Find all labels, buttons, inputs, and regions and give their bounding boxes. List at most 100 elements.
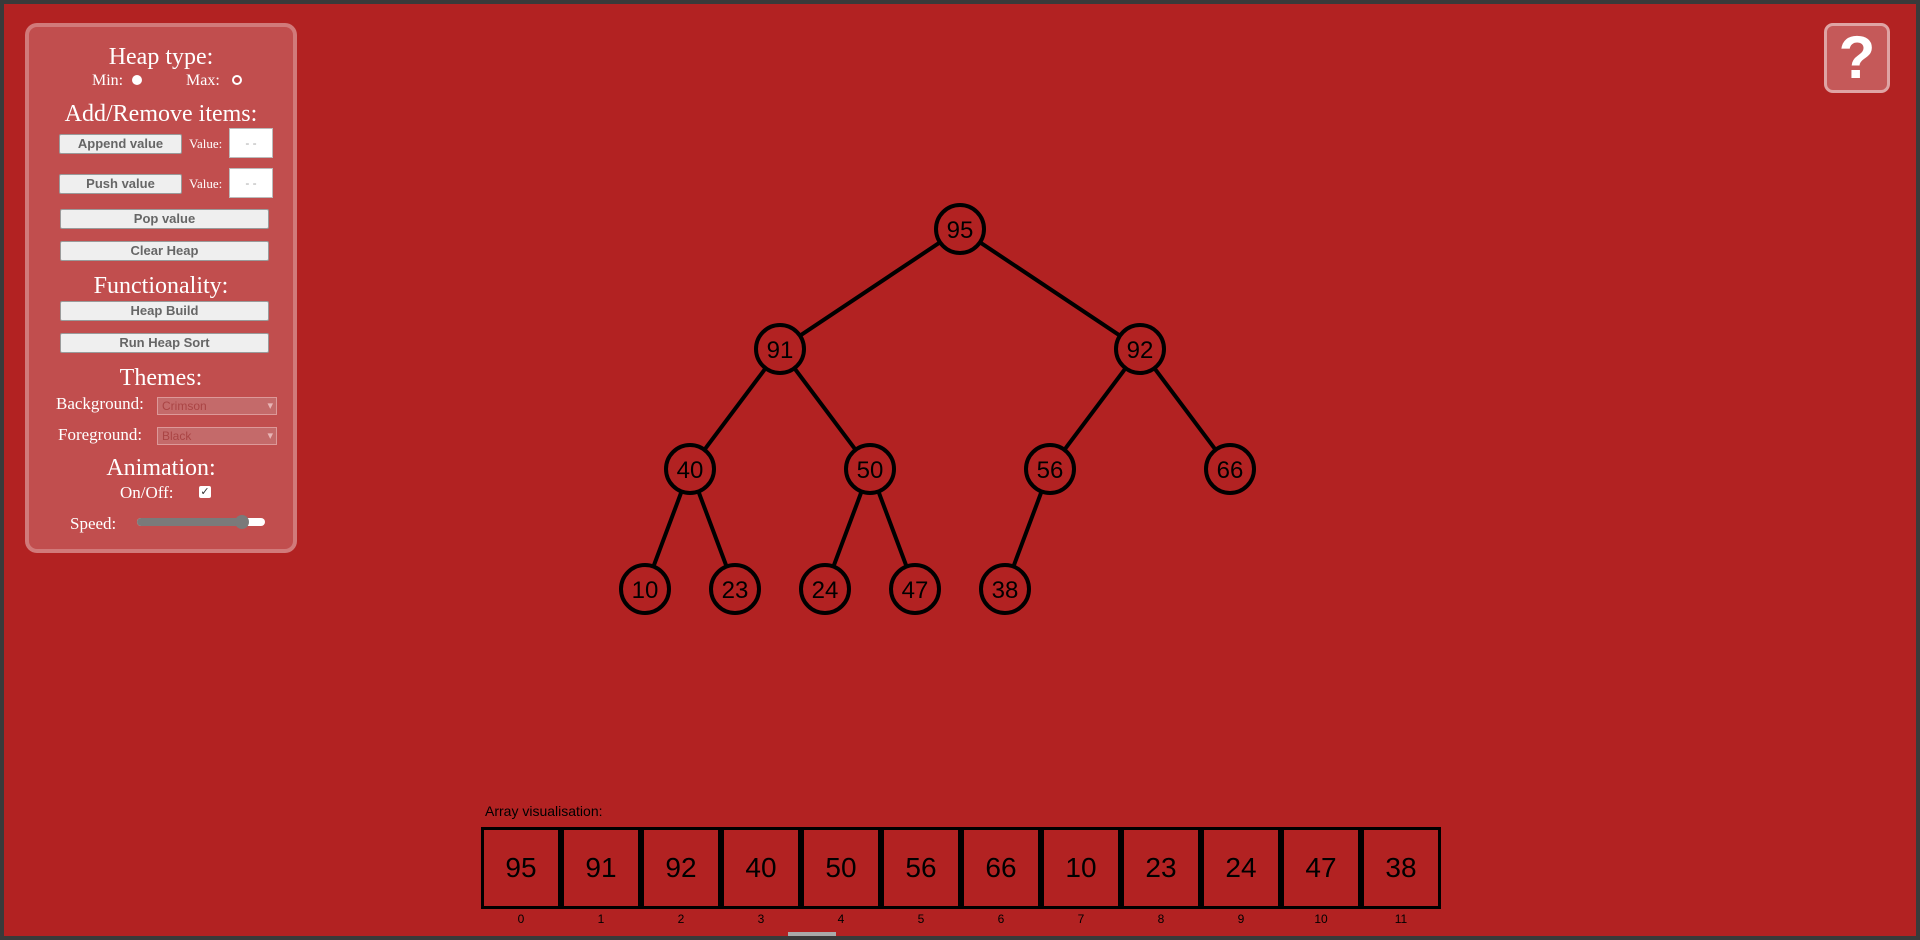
tree-node-value: 95 [947, 217, 974, 244]
speed-slider-thumb[interactable] [234, 515, 249, 529]
tree-edges [651, 240, 1218, 568]
tree-node-circle [754, 323, 806, 375]
array-cell: 95 [481, 827, 561, 909]
tree-edge [651, 490, 684, 568]
add-remove-title: Add/Remove items: [64, 101, 258, 127]
animation-checkbox[interactable]: ✓ [199, 485, 211, 498]
tree-node-value: 50 [857, 457, 884, 484]
tree-node-circle [889, 563, 941, 615]
animation-title: Animation: [106, 455, 216, 481]
tree-edge [978, 240, 1122, 338]
array-cell: 92 [641, 827, 721, 909]
chevron-down-icon: ▾ [267, 430, 273, 442]
background-label: Background: [56, 394, 144, 413]
array-cell: 40 [721, 827, 801, 909]
array-index: 11 [1394, 912, 1408, 926]
run-heap-sort-button[interactable]: Run Heap Sort [60, 333, 269, 353]
animation-onoff-label: On/Off: [120, 483, 174, 502]
tree-node: 47 [889, 563, 941, 615]
tree-node-value: 92 [1127, 337, 1154, 364]
array-index: 6 [997, 912, 1005, 926]
array-index: 8 [1157, 912, 1165, 926]
array-index: 10 [1314, 912, 1328, 926]
push-value-input[interactable]: - - [229, 168, 273, 198]
min-label: Min: [92, 72, 124, 89]
tree-node-circle [934, 203, 986, 255]
foreground-select[interactable]: Black ▾ [157, 427, 277, 445]
functionality-title: Functionality: [93, 273, 229, 299]
max-radio[interactable] [232, 75, 242, 85]
tree-node: 92 [1114, 323, 1166, 375]
array-cell: 56 [881, 827, 961, 909]
scroll-indicator [788, 932, 836, 936]
tree-node-circle [619, 563, 671, 615]
tree-node-value: 56 [1037, 457, 1064, 484]
tree-node-circle [664, 443, 716, 495]
tree-node: 23 [709, 563, 761, 615]
tree-node: 10 [619, 563, 671, 615]
heap-visualizer-app: Heap type: Min: Max: Add/Remove items: A… [4, 4, 1916, 936]
array-index: 0 [517, 912, 525, 926]
tree-node-value: 47 [902, 577, 929, 604]
array-cell: 24 [1201, 827, 1281, 909]
speed-slider-track[interactable] [137, 518, 265, 526]
tree-node-value: 38 [992, 577, 1019, 604]
heap-build-button[interactable]: Heap Build [60, 301, 269, 321]
append-value-label: Value: [189, 136, 223, 151]
speed-label: Speed: [70, 514, 117, 533]
tree-node: 91 [754, 323, 806, 375]
tree-node-circle [1114, 323, 1166, 375]
array-cell: 66 [961, 827, 1041, 909]
tree-node-value: 66 [1217, 457, 1244, 484]
themes-title: Themes: [119, 365, 203, 391]
foreground-label: Foreground: [58, 425, 143, 444]
tree-node-circle [979, 563, 1031, 615]
array-cell: 50 [801, 827, 881, 909]
clear-heap-button[interactable]: Clear Heap [60, 241, 269, 261]
array-cell: 91 [561, 827, 641, 909]
background-select[interactable]: Crimson ▾ [157, 397, 277, 415]
array-index: 7 [1077, 912, 1085, 926]
tree-node-circle [1204, 443, 1256, 495]
array-visualisation-title: Array visualisation: [485, 803, 603, 819]
tree-edge [1062, 367, 1128, 451]
array-index: 2 [677, 912, 685, 926]
tree-nodes: 95 91 92 40 50 56 66 10 23 24 47 38 [619, 203, 1256, 615]
tree-node-value: 10 [632, 577, 659, 604]
array-index: 5 [917, 912, 925, 926]
heap-tree: 95 91 92 40 50 56 66 10 23 24 47 38 [619, 203, 1256, 615]
tree-edge [831, 490, 864, 568]
tree-node: 24 [799, 563, 851, 615]
tree-node-value: 23 [722, 577, 749, 604]
tree-node: 40 [664, 443, 716, 495]
foreground-select-value: Black [162, 429, 192, 443]
tree-edge [1152, 367, 1218, 451]
array-cell: 47 [1281, 827, 1361, 909]
push-value-label: Value: [189, 176, 223, 191]
array-index: 4 [837, 912, 845, 926]
array-index: 3 [757, 912, 765, 926]
array-cell: 23 [1121, 827, 1201, 909]
background-select-value: Crimson [162, 399, 207, 413]
help-button[interactable]: ? [1824, 23, 1890, 93]
array-cell: 10 [1041, 827, 1121, 909]
push-value-button[interactable]: Push value [59, 174, 182, 194]
max-label: Max: [186, 72, 220, 89]
array-cell: 38 [1361, 827, 1441, 909]
tree-node: 66 [1204, 443, 1256, 495]
tree-node: 56 [1024, 443, 1076, 495]
min-radio[interactable] [132, 75, 142, 85]
tree-node: 50 [844, 443, 896, 495]
tree-node-circle [844, 443, 896, 495]
tree-node: 38 [979, 563, 1031, 615]
speed-slider-fill [137, 518, 242, 526]
tree-edge [702, 367, 768, 451]
control-panel: Heap type: Min: Max: Add/Remove items: A… [25, 23, 297, 553]
tree-edge [696, 490, 729, 568]
tree-node-circle [1024, 443, 1076, 495]
append-value-button[interactable]: Append value [59, 134, 182, 154]
pop-value-button[interactable]: Pop value [60, 209, 269, 229]
tree-edge [1011, 490, 1044, 568]
tree-node-value: 40 [677, 457, 704, 484]
append-value-input[interactable]: - - [229, 128, 273, 158]
